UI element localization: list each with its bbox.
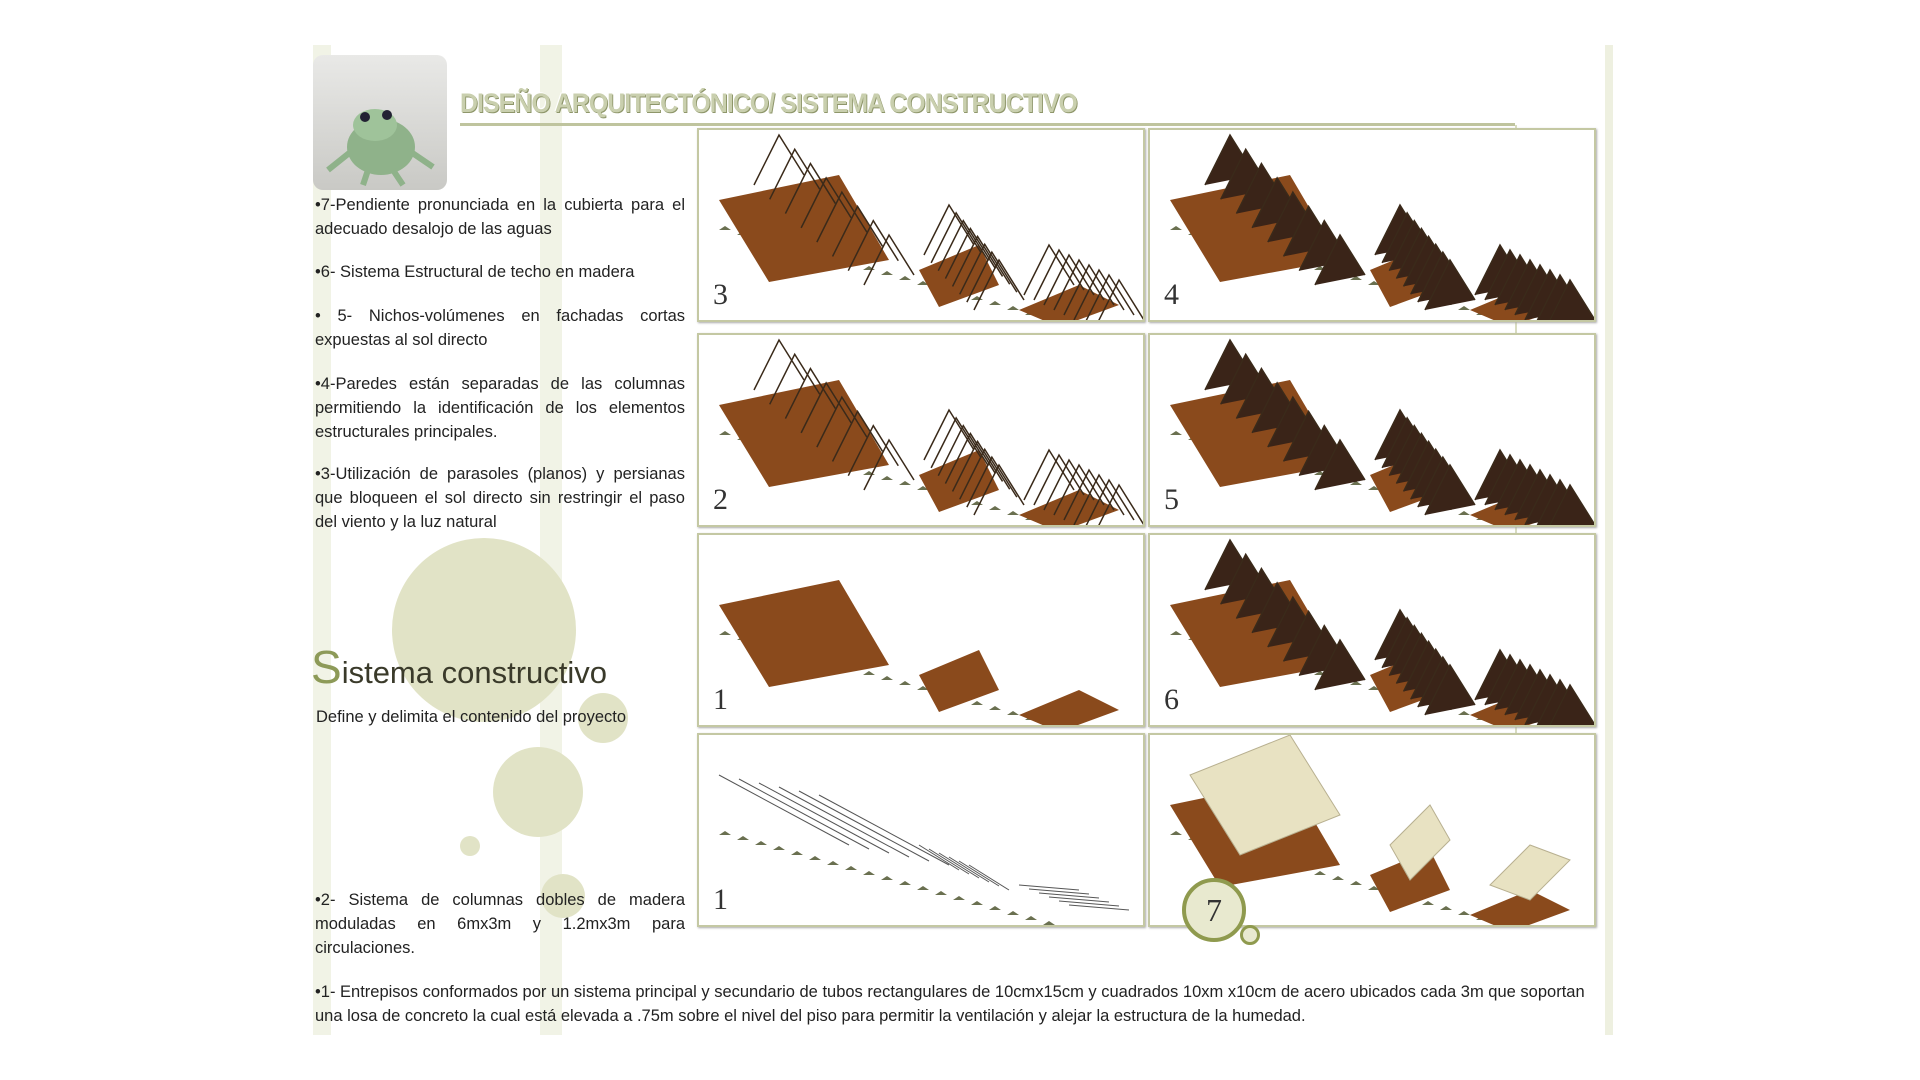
stage-number: 6 [1164,683,1179,716]
bullet-6: •6- Sistema Estructural de techo en made… [315,263,635,281]
stage-panel-1: 1 [697,733,1145,927]
heading-rest: istema constructivo [341,655,608,690]
decor-circle [578,693,628,743]
bullet-3: •3-Utilización de parasoles (planos) y p… [315,465,685,531]
building-render [719,580,1119,725]
decor-circle-small [1240,925,1260,945]
building-render [1170,133,1594,320]
bullet-1: •1- Entrepisos conformados por un sistem… [315,983,1585,1025]
stage-number: 2 [713,483,728,516]
stage-panel-5: 5 [1148,333,1596,527]
section-heading: Sistema constructivo [311,640,607,694]
stage-number: 3 [713,278,728,311]
frog-image [313,55,447,190]
page-title: DISEÑO ARQUITECTÓNICO/ SISTEMA CONSTRUCT… [460,88,1078,118]
stage-number: 4 [1164,278,1179,311]
stage-panel-4: 4 [1148,128,1596,322]
decor-circle [460,836,480,856]
building-render [1170,735,1571,925]
decor-band [313,45,331,1035]
stage-panel-6: 6 [1148,533,1596,727]
building-render [718,774,1130,925]
decor-line [1605,45,1613,1035]
bullet-5: • 5- Nichos-volúmenes en fachadas cortas… [315,307,685,349]
decor-circle [392,538,576,722]
decor-circle [541,874,585,918]
building-render [1170,338,1594,525]
bullet-7: •7-Pendiente pronunciada en la cubierta … [315,196,685,238]
building-render [719,338,1143,525]
stage-number: 1 [713,683,728,716]
step-7-badge: 7 [1182,878,1246,942]
stage-panel-1: 1 [697,533,1145,727]
stage-number: 1 [713,883,728,916]
stage-panel-3: 3 [697,128,1145,322]
decor-circle [493,747,583,837]
building-render [719,133,1143,320]
heading-initial: S [311,641,342,693]
section-subtitle: Define y delimita el contenido del proye… [316,708,627,726]
building-render [1170,538,1594,725]
stage-panel-2: 2 [697,333,1145,527]
bullet-2: •2- Sistema de columnas dobles de madera… [315,891,685,957]
title-rule [460,123,1515,126]
stage-number: 5 [1164,483,1179,516]
bullet-4: •4-Paredes están separadas de las column… [315,375,685,441]
